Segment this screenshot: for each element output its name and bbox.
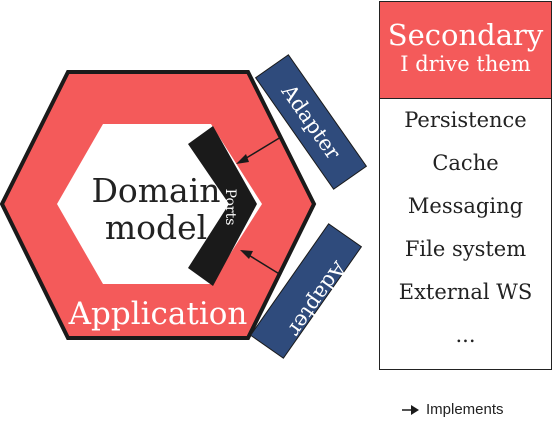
list-item: ...	[455, 323, 476, 347]
legend-label: Implements	[426, 401, 504, 418]
ports-shape	[188, 126, 257, 286]
secondary-list: Persistence Cache Messaging File system …	[380, 99, 551, 357]
application-label: Application	[68, 296, 248, 332]
implements-arrow-top	[236, 136, 282, 164]
ports-label: Ports	[222, 189, 238, 226]
domain-label-line1: Domain	[91, 171, 220, 210]
legend-arrow-icon	[402, 405, 419, 415]
legend: Implements	[402, 401, 504, 418]
secondary-header: Secondary I drive them	[380, 2, 551, 99]
list-item: Cache	[432, 151, 499, 175]
domain-label-line2: model	[105, 208, 207, 247]
list-item: Messaging	[407, 194, 524, 218]
implements-arrow-bottom	[240, 250, 282, 276]
secondary-panel: Secondary I drive them Persistence Cache…	[379, 1, 552, 370]
list-item: File system	[404, 237, 527, 261]
list-item: Persistence	[404, 108, 527, 132]
secondary-subtitle: I drive them	[400, 52, 531, 76]
list-item: External WS	[398, 280, 533, 304]
secondary-title: Secondary	[387, 18, 544, 52]
